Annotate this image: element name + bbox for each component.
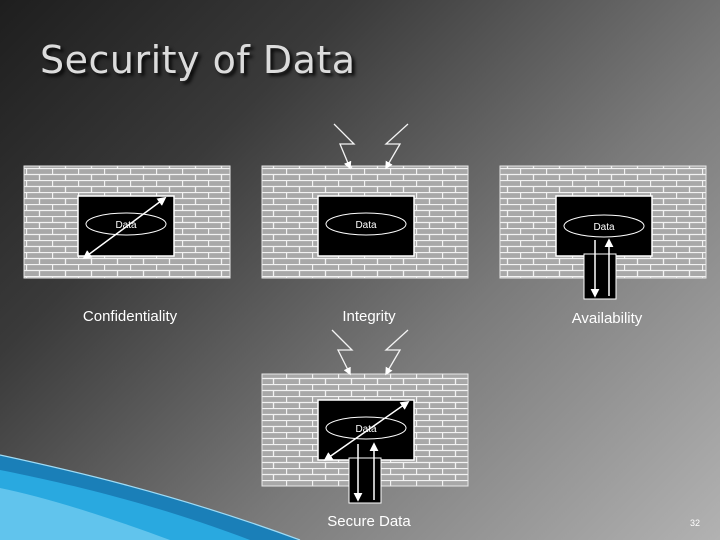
data-label: Data	[593, 222, 615, 233]
data-ellipse	[325, 212, 407, 236]
caption-availability: Availability	[571, 310, 643, 327]
data-label: Data	[355, 220, 377, 231]
page-number: 32	[689, 518, 700, 528]
corner-swoosh-decoration	[0, 454, 301, 540]
access-door	[348, 457, 382, 504]
lightning-bolt-left	[331, 329, 354, 376]
caption-integrity: Integrity	[342, 308, 396, 325]
slide-title: Security of Data	[40, 38, 356, 82]
data-ellipse	[563, 214, 645, 238]
blocked-access-arrow	[323, 400, 410, 462]
lightning-bolt-left	[333, 123, 356, 170]
panel-integrity: Data	[261, 123, 469, 279]
panel-confidentiality: Data	[23, 165, 231, 279]
blocked-access-arrow	[82, 196, 167, 260]
caption-secure-data: Secure Data	[327, 513, 411, 530]
caption-confidentiality: Confidentiality	[82, 308, 178, 325]
panel-secure-data: Data	[261, 329, 469, 504]
access-door	[583, 253, 617, 300]
lightning-bolt-right	[384, 329, 409, 376]
lightning-bolt-right	[384, 123, 409, 170]
panel-availability: Data	[499, 165, 707, 300]
